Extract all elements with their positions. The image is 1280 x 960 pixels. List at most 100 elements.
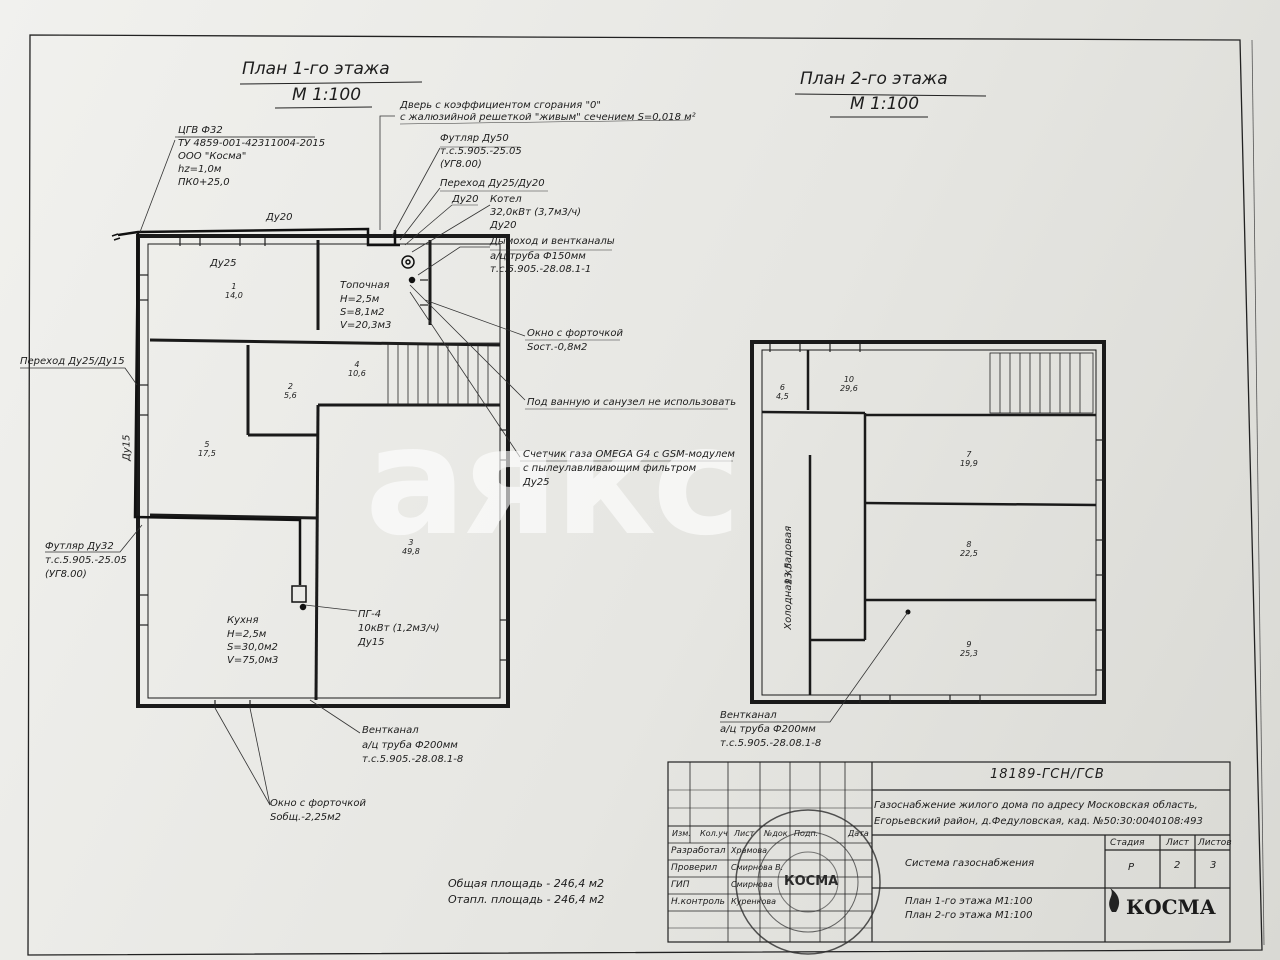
callout-csv-1: ЦГВ Ф32 xyxy=(178,125,223,136)
callout-sleeve32-3: (УГ8.00) xyxy=(45,569,87,580)
role-gip: ГИП xyxy=(671,880,690,890)
sheet-label: Лист xyxy=(1166,838,1189,848)
callout-sleeve50-3: (УГ8.00) xyxy=(440,159,482,170)
callout-stove-1: ПГ-4 xyxy=(358,609,382,620)
sheets-label: Листов xyxy=(1198,838,1232,848)
callout-chimney-2: а/ц труба Ф150мм xyxy=(490,251,586,262)
sheets-value: 3 xyxy=(1210,860,1217,871)
callout-transition-left: Переход Ду25/Ду15 xyxy=(20,356,125,367)
total-area: Общая площадь - 246,4 м2 xyxy=(448,877,605,890)
col-list: Лист xyxy=(734,829,755,838)
callout-window-kitchen-2: Sобщ.-2,25м2 xyxy=(270,812,342,823)
sheet-value: 2 xyxy=(1174,860,1181,871)
name-gip: Смирнова xyxy=(731,880,773,889)
cold-storage-area: 13,5 xyxy=(783,562,795,585)
boiler-room-area: S=8,1м2 xyxy=(340,307,385,318)
sheet-frame xyxy=(27,34,1263,956)
project-description-1: Газоснабжение жилого дома по адресу Моск… xyxy=(874,800,1198,811)
watermark: аякс xyxy=(365,395,741,569)
system-name: Система газоснабжения xyxy=(905,858,1035,869)
sheet-name-1: План 1-го этажа М1:100 xyxy=(905,896,1033,907)
callout-csv-4: hz=1,0м xyxy=(178,164,222,175)
callout-sleeve50-2: т.с.5.905.-25.05 xyxy=(440,146,522,157)
gas-pipe-plan1 xyxy=(117,227,400,585)
callout-meter-2: с пылеулавливающим фильтром xyxy=(523,463,697,474)
role-developer: Разработал xyxy=(671,846,726,856)
drawing-code: 18189-ГСН/ГСВ xyxy=(990,767,1105,782)
callout-csv-2: ТУ 4859-001-42311004-2015 xyxy=(178,138,326,149)
callout-vent2-1: Вентканал xyxy=(720,710,777,721)
col-ndoc: №док xyxy=(764,829,788,838)
company-stamp xyxy=(735,809,881,955)
plan2-stairs xyxy=(989,352,1094,414)
boiler-room-height: H=2,5м xyxy=(340,294,380,305)
callout-meter-1: Счетчик газа OMEGA G4 с GSM-модулем xyxy=(523,449,735,460)
callout-vent1-3: т.с.5.905.-28.08.1-8 xyxy=(362,754,464,765)
callout-sleeve32-2: т.с.5.905.-25.05 xyxy=(45,555,127,566)
callout-csv-5: ПК0+25,0 xyxy=(178,177,230,188)
callout-window-kitchen-1: Окно с форточкой xyxy=(270,798,366,809)
heated-area: Отапл. площадь - 246,4 м2 xyxy=(448,893,605,906)
callout-sleeve50-1: Футляр Ду50 xyxy=(440,133,509,144)
project-description-2: Егорьевский район, д.Федуловская, кад. №… xyxy=(874,816,1203,827)
plan1-title: План 1-го этажа xyxy=(242,59,390,79)
plan1-stairs xyxy=(387,342,501,406)
callout-meter-3: Ду25 xyxy=(523,477,550,488)
callout-vent2-3: т.с.5.905.-28.08.1-8 xyxy=(720,738,822,749)
callout-stove-3: Ду15 xyxy=(358,637,385,648)
title-block-grid xyxy=(667,761,1231,943)
kitchen-area: S=30,0м2 xyxy=(227,642,278,653)
callout-du20: Ду20 xyxy=(452,194,479,205)
pipe-du25-label: Ду25 xyxy=(210,258,237,269)
callout-door-2: с жалюзийной решеткой "живым" сечением S… xyxy=(400,112,696,123)
pipe-du20-label: Ду20 xyxy=(266,212,293,223)
role-norm-control: Н.контроль xyxy=(671,897,725,907)
name-checker: Смирнова В. xyxy=(731,863,784,872)
callout-vent2-2: а/ц труба Ф200мм xyxy=(720,724,816,735)
plan2-walls xyxy=(750,340,1106,704)
callout-vent1-2: а/ц труба Ф200мм xyxy=(362,740,458,751)
col-izm: Изм. xyxy=(672,829,691,838)
kitchen-volume: V=75,0м3 xyxy=(227,655,279,666)
callout-stove-2: 10кВт (1,2м3/ч) xyxy=(358,623,440,634)
name-norm-control: Куренкова xyxy=(731,897,776,906)
stamp-text: КОСМА xyxy=(784,874,839,889)
callout-bath-note: Под ванную и санузел не использовать xyxy=(527,397,737,408)
callout-transition-top: Переход Ду25/Ду20 xyxy=(440,178,545,189)
role-checker: Проверил xyxy=(671,863,718,873)
stage-value: Р xyxy=(1128,862,1135,873)
plan2-title: План 2-го этажа xyxy=(800,69,948,89)
callout-csv-3: ООО "Косма" xyxy=(178,151,247,162)
boiler-room-name: Топочная xyxy=(340,280,390,291)
callout-vent1-1: Вентканал xyxy=(362,725,419,736)
company-logo-mark xyxy=(1109,888,1120,912)
plan2-scale: М 1:100 xyxy=(850,94,920,114)
sheet-name-2: План 2-го этажа М1:100 xyxy=(905,910,1033,921)
callout-chimney-3: т.с.5.905.-28.08.1-1 xyxy=(490,264,592,275)
col-podp: Подп. xyxy=(794,829,819,838)
col-data: Дата xyxy=(848,829,869,838)
stage-label: Стадия xyxy=(1110,838,1145,848)
callout-boiler-3: Ду20 xyxy=(490,220,517,231)
callout-door-1: Дверь с коэффициентом сгорания "0" xyxy=(400,100,602,111)
kitchen-name: Кухня xyxy=(227,615,259,626)
plan1-scale: М 1:100 xyxy=(292,85,362,105)
callout-chimney-1: Дымоход и вентканалы xyxy=(490,236,615,247)
pipe-du15-label: Ду15 xyxy=(121,434,133,461)
col-kolich: Кол.уч xyxy=(700,829,728,838)
callout-boiler-1: Котел xyxy=(490,194,522,205)
company-logo-text: КОСМА xyxy=(1126,895,1216,919)
boiler-room-volume: V=20,3м3 xyxy=(340,320,392,331)
